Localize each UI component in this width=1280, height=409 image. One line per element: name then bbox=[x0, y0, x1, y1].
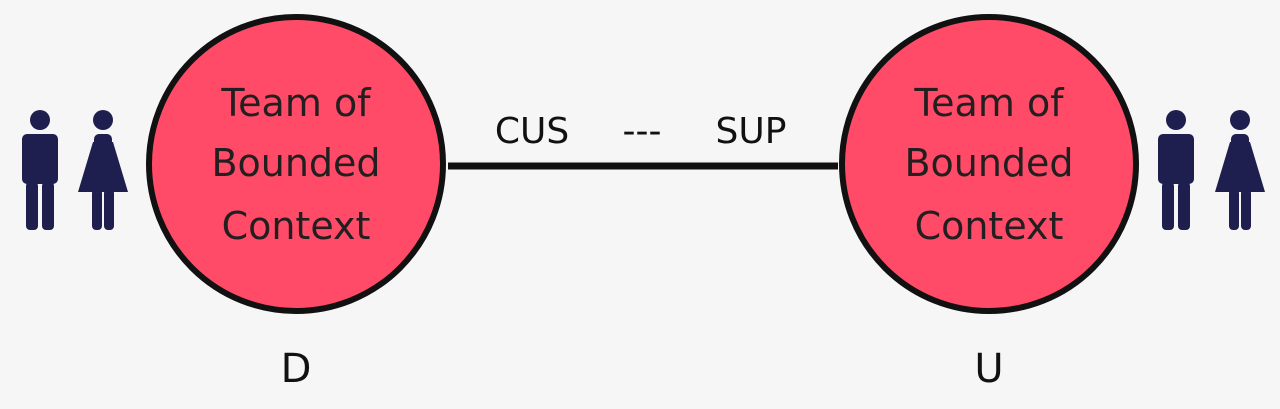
supplier-label: SUP bbox=[716, 111, 787, 152]
upstream-context-label-line1: Team of bbox=[913, 81, 1065, 125]
downstream-context-label-line1: Team of bbox=[220, 81, 372, 125]
man-icon bbox=[22, 110, 58, 230]
downstream-context-circle bbox=[146, 14, 446, 314]
upstream-context-circle bbox=[839, 14, 1139, 314]
upstream-context-label-line2: Bounded bbox=[904, 141, 1073, 185]
downstream-context-label-line3: Context bbox=[222, 204, 371, 248]
upstream-label: U bbox=[974, 346, 1003, 392]
downstream-label: D bbox=[281, 346, 312, 392]
customer-label: CUS bbox=[495, 111, 569, 152]
woman-icon bbox=[78, 110, 128, 230]
relationship-separator: --- bbox=[623, 111, 662, 152]
upstream-context-label-line3: Context bbox=[915, 204, 1064, 248]
downstream-context-label-line2: Bounded bbox=[211, 141, 380, 185]
man-icon bbox=[1158, 110, 1194, 230]
woman-icon bbox=[1215, 110, 1265, 230]
